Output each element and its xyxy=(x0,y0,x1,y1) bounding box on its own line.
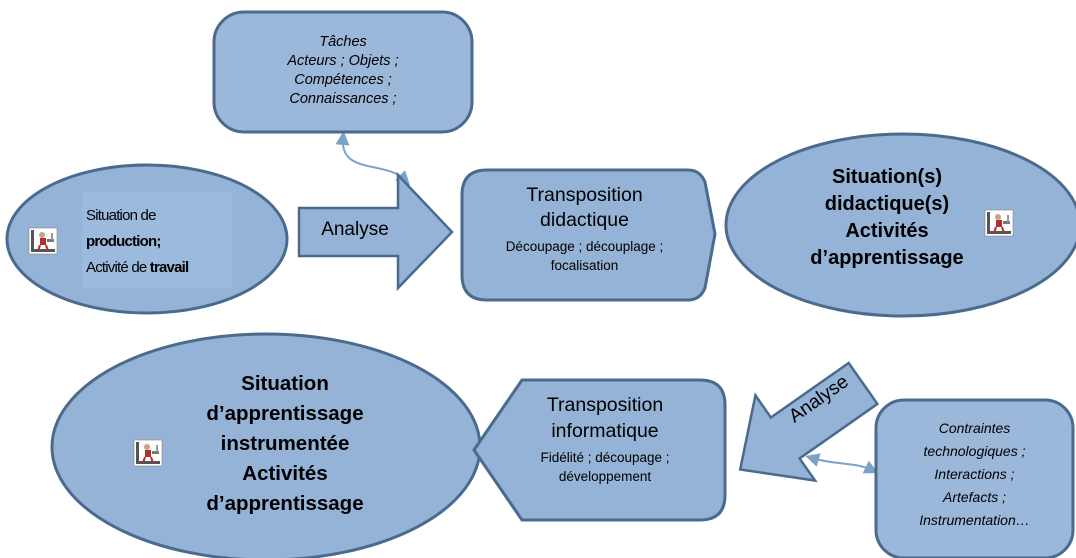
analyse-arrow-1 xyxy=(297,171,454,292)
situation-didactique-ellipse xyxy=(724,132,1076,318)
taches-box-text: Tâches Acteurs ; Objets ; Compétences ; … xyxy=(214,33,472,109)
transposition-didactique-detail: focalisation xyxy=(550,258,619,273)
transposition-informatique-shape xyxy=(472,378,727,522)
activite-de-text: Activité de xyxy=(86,259,150,276)
transposition-didactique-text: Transposition didactique Découpage ; déc… xyxy=(462,183,707,275)
situation-instrumentee-line: Situation xyxy=(241,372,329,395)
situation-production-line: Activité de travail xyxy=(86,255,236,281)
situation-didactique-line: Activités xyxy=(845,220,929,242)
transposition-informatique-detail: Fidélité ; découpage ; xyxy=(540,450,670,465)
connector-contraintes-to-transposition xyxy=(805,453,879,474)
analyse-label-1: Analyse xyxy=(321,219,389,240)
contraintes-line: Instrumentation… xyxy=(919,512,1030,528)
taches-line: Acteurs ; Objets ; xyxy=(287,53,399,69)
situation-instrumentee-line: instrumentée xyxy=(220,432,350,455)
contraintes-line: Interactions ; xyxy=(934,466,1015,482)
connector-taches-to-transposition xyxy=(335,131,410,185)
transposition-didactique-shape xyxy=(460,168,717,302)
taches-box xyxy=(212,10,474,134)
analyse-arrow-2 xyxy=(738,361,880,483)
taches-line: Compétences ; xyxy=(294,72,392,88)
contraintes-line: Artefacts ; xyxy=(942,489,1007,505)
taches-title: Tâches xyxy=(319,34,367,50)
situation-production-highlight xyxy=(82,192,232,288)
contraintes-box xyxy=(874,398,1075,558)
situation-instrumentee-line: d’apprentissage xyxy=(206,492,364,515)
transposition-didactique-title: didactique xyxy=(540,209,629,231)
situation-didactique-line: d’apprentissage xyxy=(810,247,964,269)
situation-didactique-line: Situation(s) xyxy=(832,166,942,188)
contraintes-line: Contraintes xyxy=(938,420,1011,436)
situation-instrumentee-line: Activités xyxy=(242,462,328,485)
situation-instrumentee-text: Situation d’apprentissage instrumentée A… xyxy=(170,369,400,519)
transposition-informatique-title: informatique xyxy=(551,420,659,442)
situation-production-line: Situation de xyxy=(86,207,156,224)
taches-line: Connaissances ; xyxy=(289,91,397,107)
situation-instrumentee-line: d’apprentissage xyxy=(206,402,364,425)
situation-didactique-line: didactique(s) xyxy=(824,193,950,215)
contraintes-line: technologiques ; xyxy=(923,443,1026,459)
situation-didactique-text: Situation(s) didactique(s) Activités d’a… xyxy=(780,164,994,272)
travail-text: travail xyxy=(149,259,189,276)
transposition-informatique-detail: développement xyxy=(558,469,652,484)
transposition-didactique-title: Transposition xyxy=(526,184,643,206)
transposition-informatique-title: Transposition xyxy=(546,394,664,416)
worker-icon xyxy=(133,439,163,467)
transposition-informatique-text: Transposition informatique Fidélité ; dé… xyxy=(500,392,710,486)
situation-production-text: Situation de production; Activité de tra… xyxy=(86,203,236,281)
transposition-didactique-detail: Découpage ; découplage ; xyxy=(505,239,664,254)
worker-icon xyxy=(28,227,58,255)
contraintes-box-text: Contraintes technologiques ; Interaction… xyxy=(876,417,1073,532)
situation-production-line: production; xyxy=(86,233,161,250)
